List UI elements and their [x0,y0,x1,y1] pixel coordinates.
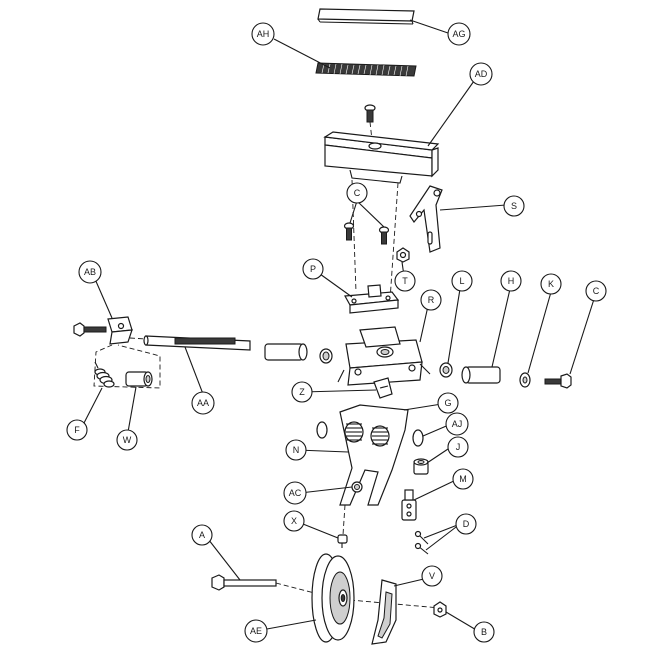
svg-text:S: S [511,201,517,211]
part-n-g-lever [339,404,409,506]
callout-j: J [447,436,469,458]
svg-text:W: W [123,435,132,445]
svg-text:AH: AH [257,29,270,39]
svg-text:AA: AA [197,398,209,408]
callout-p: P [302,258,324,280]
part-z-clip [373,377,393,399]
callout-ae: AE [244,619,268,643]
svg-text:X: X [291,516,297,526]
callout-v: V [421,565,443,587]
callout-labels: AG AH AD C S AB P T L H K C R Z G AA F W… [66,22,607,643]
svg-text:C: C [593,286,600,296]
part-c-bolt-right [544,373,572,389]
callout-ab: AB [78,260,102,284]
svg-text:L: L [459,276,464,286]
svg-text:AG: AG [452,29,465,39]
svg-text:D: D [463,519,470,529]
part-left-bushing [264,343,333,364]
callout-t: T [394,270,416,292]
leader-lines [83,19,596,632]
callout-h: H [500,270,522,292]
callout-l: L [451,270,473,292]
part-d-pins [414,530,429,555]
part-m-latch [401,489,417,521]
part-c-screws [343,222,390,245]
callout-ag: AG [447,22,471,46]
svg-text:T: T [402,276,408,286]
svg-text:H: H [508,276,515,286]
svg-text:AD: AD [475,69,488,79]
part-w-bushing [125,371,153,387]
svg-text:AJ: AJ [452,419,463,429]
part-a-axle-bolt [211,574,441,609]
svg-text:Z: Z [299,387,305,397]
svg-text:G: G [444,398,451,408]
callout-m: M [452,468,474,490]
svg-text:K: K [548,279,554,289]
svg-text:N: N [293,445,300,455]
callout-aa: AA [191,391,215,415]
svg-text:F: F [74,425,80,435]
svg-text:A: A [199,530,205,540]
part-k-washer [519,372,531,388]
svg-text:R: R [428,295,435,305]
callout-c-upper: C [346,182,368,204]
svg-text:P: P [310,264,316,274]
svg-text:AC: AC [289,488,302,498]
callout-d: D [455,513,477,535]
part-ad-block [323,131,440,184]
svg-text:AB: AB [84,267,96,277]
part-l-ring [439,362,453,378]
part-f-spring [94,361,115,388]
part-b-nut [433,601,447,618]
part-v-guard [371,579,397,645]
part-ah-brush [315,62,417,77]
part-p-plate [344,284,400,314]
callout-r: R [420,289,442,311]
callout-n: N [285,439,307,461]
part-j-bushing [413,458,429,475]
callout-ad: AD [469,62,493,86]
callout-aj: AJ [445,412,469,436]
part-o-ring-left [316,421,328,439]
svg-text:V: V [429,571,435,581]
callout-a: A [191,524,213,546]
callout-c-right: C [585,280,607,302]
part-t-nut [396,247,410,263]
callout-s: S [503,195,525,217]
parts-drawing [73,8,572,645]
svg-text:AE: AE [250,626,262,636]
part-x-pin [337,504,348,548]
part-s-arm [409,185,443,253]
callout-x: X [283,510,305,532]
callout-ah: AH [251,22,275,46]
part-aj-ring [412,429,424,447]
svg-text:C: C [354,188,361,198]
svg-text:M: M [459,474,467,484]
part-aa-shaft [129,335,251,351]
svg-text:J: J [456,442,461,452]
callout-z: Z [291,381,313,403]
callout-ac: AC [283,481,307,505]
part-h-bushing [461,366,501,384]
part-ae-wheel [311,553,355,643]
callout-w: W [116,429,138,451]
callout-f: F [66,419,88,441]
callout-g: G [437,392,459,414]
svg-text:B: B [481,627,487,637]
part-r-housing [337,326,431,386]
callout-b: B [473,621,495,643]
part-ab-bracket [73,316,133,345]
part-top-screw [364,104,376,141]
part-ag-strip [317,8,415,25]
callout-k: K [540,273,562,295]
